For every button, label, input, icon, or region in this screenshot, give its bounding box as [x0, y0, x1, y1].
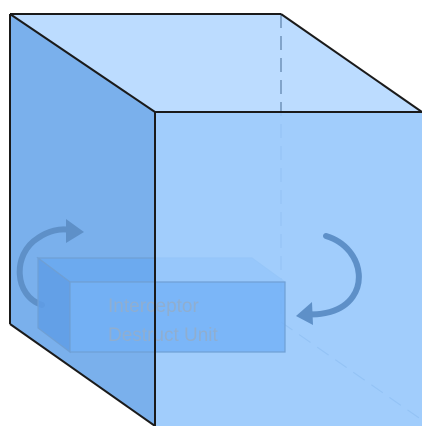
- cube-edges: [9, 13, 422, 426]
- cube-edge-bottom-left: [9, 323, 156, 426]
- rotate-clockwise-arrow-icon: [296, 233, 362, 325]
- unit-label-line2: Destruct Unit: [108, 325, 219, 346]
- rotate-counterclockwise-arrow-icon: [16, 219, 84, 308]
- cube-edge-top-right: [280, 13, 422, 113]
- cube-edge-top-left: [9, 13, 156, 113]
- cube-top-face: [10, 14, 422, 112]
- unit-label-line1: Interceptor: [108, 296, 199, 317]
- unit-front-face: [69, 281, 286, 353]
- cube-front-face: [155, 112, 422, 426]
